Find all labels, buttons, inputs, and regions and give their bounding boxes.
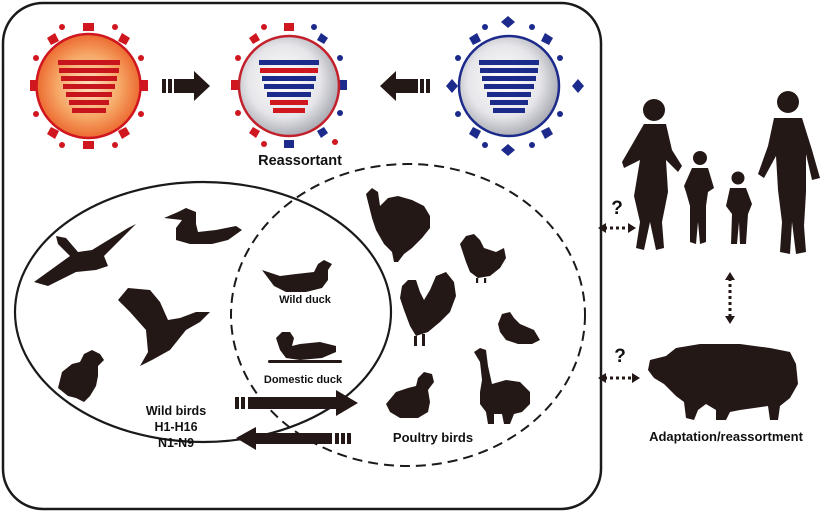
blue-virus-icon: [446, 16, 584, 156]
duck-icon: [268, 332, 342, 363]
duck-icon: [164, 208, 242, 244]
wild-duck-label: Wild duck: [279, 294, 332, 306]
poultry-birds-label: Poultry birds: [393, 430, 473, 445]
main-frame: [1, 1, 603, 511]
quail-icon: [498, 312, 540, 344]
reassortant-virus-icon: [231, 23, 347, 148]
hen-icon: [460, 234, 506, 283]
duck-icon: [386, 372, 434, 418]
wild-birds-circle: [13, 180, 393, 444]
dotted-double-arrow-icon: [604, 226, 732, 380]
wild-birds-label: Wild birds: [146, 404, 206, 418]
arrow-left-icon: [380, 71, 430, 101]
adaptation-label: Adaptation/reassortment: [649, 429, 804, 444]
rooster-icon: [400, 272, 456, 346]
reassortant-label: Reassortant: [258, 153, 342, 169]
arrow-right-icon: [235, 390, 358, 416]
arrow-right-icon: [162, 71, 210, 101]
red-virus-icon: [30, 23, 148, 149]
turkey-icon: [366, 188, 430, 262]
domestic-duck-label: Domestic duck: [264, 374, 343, 386]
arrow-left-icon: [236, 427, 351, 450]
ostrich-icon: [474, 348, 530, 424]
family-icon: [622, 91, 820, 254]
duck-icon: [58, 350, 104, 402]
arrow-head-icon: [598, 223, 735, 383]
duck-icon: [262, 260, 332, 292]
h-subtype-range: H1-H16: [154, 420, 197, 434]
pig-icon: [648, 344, 798, 420]
duck-icon: [118, 288, 210, 366]
poultry-birds-circle: [230, 163, 586, 467]
goose-icon: [34, 224, 136, 286]
n-subtype-range: N1-N9: [158, 436, 194, 450]
question-mark-top: ?: [611, 198, 623, 219]
question-mark-bottom: ?: [614, 346, 626, 367]
